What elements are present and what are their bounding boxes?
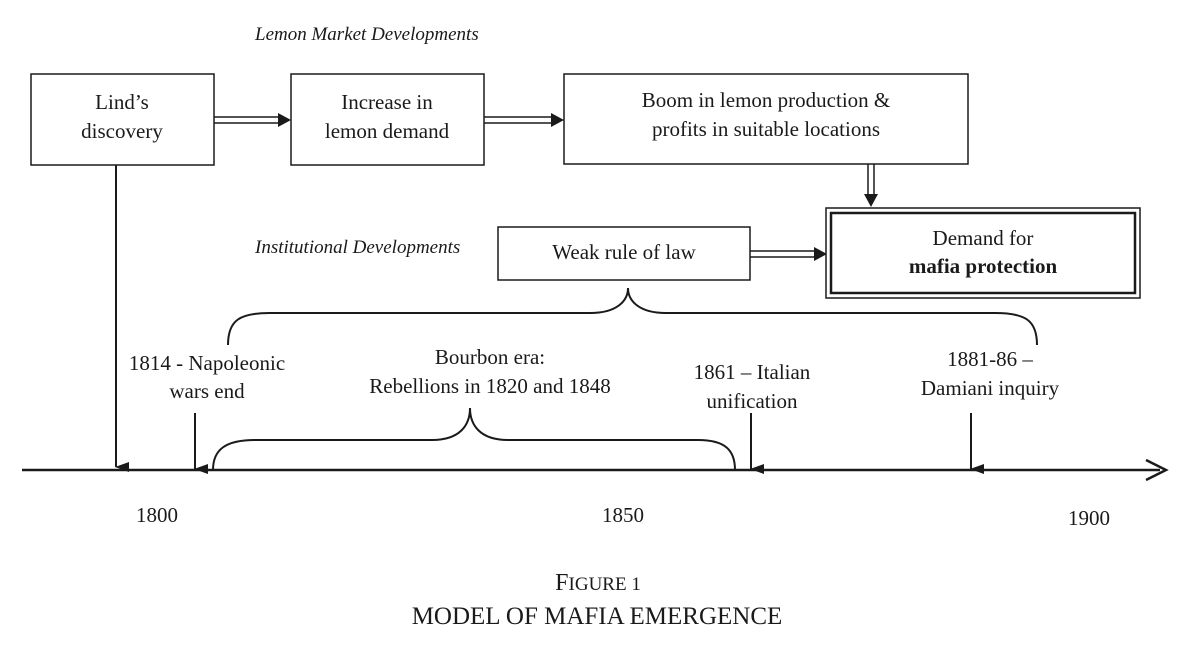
box-demand-mafia-protection: Demand for mafia protection [825, 207, 1141, 299]
box-increase-demand: Increase in lemon demand [290, 73, 485, 166]
unification-label-line-1: 1861 – Italian [694, 360, 811, 384]
damiani-label-line-2: Damiani inquiry [921, 376, 1060, 400]
double-arrow-demand-to-boom [484, 113, 564, 127]
demand-for-label: Demand for [933, 226, 1034, 250]
institutional-heading: Institutional Developments [254, 237, 460, 258]
box-weak-rule-of-law: Weak rule of law [497, 226, 751, 281]
box-boom-lemon-production: Boom in lemon production & profits in su… [563, 73, 969, 165]
bourbon-label-line-1: Bourbon era: [435, 345, 545, 369]
bourbon-label-line-2: Rebellions in 1820 and 1848 [369, 374, 610, 398]
tick-1850: 1850 [602, 503, 644, 527]
weak-rule-label: Weak rule of law [552, 240, 696, 264]
tick-1900: 1900 [1068, 506, 1110, 530]
increase-demand-line-1: Increase in [341, 90, 433, 114]
mafia-protection-label: mafia protection [909, 254, 1058, 278]
napoleonic-label-line-1: 1814 - Napoleonic [129, 351, 285, 375]
linds-discovery-line-1: Lind’s [95, 90, 149, 114]
unification-label-line-2: unification [707, 389, 798, 413]
tick-1800: 1800 [136, 503, 178, 527]
bourbon-era-brace [212, 407, 736, 471]
boom-line-1: Boom in lemon production & [642, 88, 890, 112]
double-arrow-linds-to-demand [214, 113, 291, 127]
figure-label: FIGURE 1 [555, 570, 641, 596]
damiani-label-line-1: 1881-86 – [947, 347, 1033, 371]
lemon-market-heading: Lemon Market Developments [254, 24, 479, 45]
box-linds-discovery: Lind’s discovery [30, 73, 215, 166]
linds-discovery-line-2: discovery [81, 119, 163, 143]
boom-line-2: profits in suitable locations [652, 117, 880, 141]
double-arrow-weak-rule-to-mafia-demand [750, 247, 827, 261]
increase-demand-line-2: lemon demand [325, 119, 450, 143]
double-arrow-boom-to-mafia-demand [864, 164, 878, 207]
figure-title: MODEL OF MAFIA EMERGENCE [412, 603, 783, 630]
napoleonic-label-line-2: wars end [169, 379, 245, 403]
timeline-axis [22, 458, 1169, 482]
weak-rule-brace [227, 287, 1038, 346]
